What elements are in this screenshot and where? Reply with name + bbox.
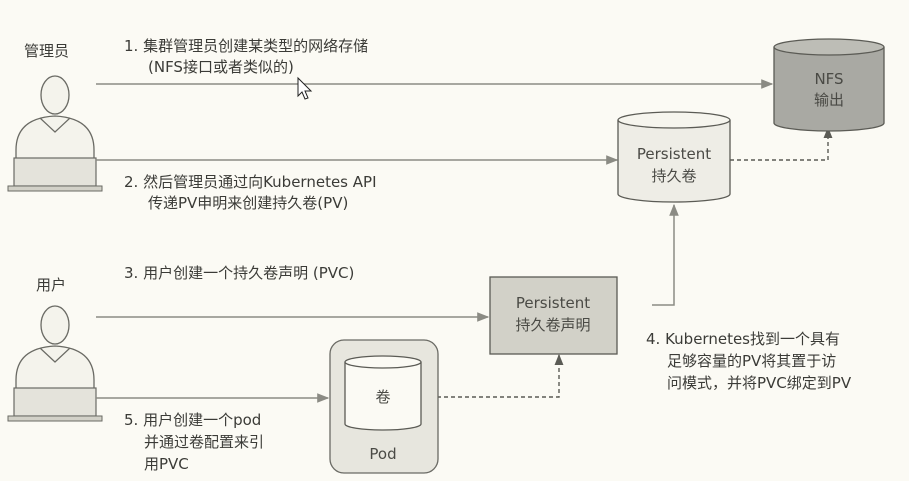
step1-text: 1. 集群管理员创建某类型的网络存储 (NFS接口或者类似的) (124, 37, 368, 76)
mouse-cursor-icon (297, 76, 313, 100)
admin-label: 管理员 (24, 42, 69, 60)
pod-node: 卷 Pod (329, 339, 439, 474)
admin-actor: 管理员 (7, 42, 103, 192)
pvc-label-line2: 持久卷声明 (515, 316, 590, 334)
pv-label-line2: 持久卷 (651, 167, 696, 185)
step4-line3: 问模式，并将PVC绑定到PV (667, 374, 852, 392)
dashed-pv-to-nfs (730, 126, 833, 161)
volume-node: 卷 (344, 355, 422, 431)
step4-line2: 足够容量的PV将其置于访 (667, 352, 836, 370)
volume-label: 卷 (375, 388, 390, 406)
persistent-volume-claim-node: Persistent 持久卷声明 (489, 276, 618, 355)
step5-line2: 并通过卷配置来引 (144, 433, 264, 451)
step2-line1: 2. 然后管理员通过向Kubernetes API (124, 173, 377, 191)
step4-line1: 4. Kubernetes找到一个具有 (646, 330, 840, 348)
step2-text: 2. 然后管理员通过向Kubernetes API 传递PV申明来创建持久卷(P… (124, 173, 377, 212)
pod-label: Pod (369, 445, 396, 463)
step5-line3: 用PVC (144, 455, 189, 473)
nfs-label-line2: 输出 (814, 91, 844, 109)
step1-line1: 1. 集群管理员创建某类型的网络存储 (124, 37, 368, 55)
pv-label-line1: Persistent (637, 145, 711, 163)
nfs-storage-node: NFS 输出 (773, 38, 885, 132)
step5-line1: 5. 用户创建一个pod (124, 411, 261, 429)
step3-line1: 3. 用户创建一个持久卷声明 (PVC) (124, 264, 354, 282)
step5-text: 5. 用户创建一个pod 并通过卷配置来引 用PVC (124, 411, 264, 473)
pvc-label-line1: Persistent (516, 294, 590, 312)
user-laptop-icon (7, 387, 103, 422)
step3-text: 3. 用户创建一个持久卷声明 (PVC) (124, 264, 354, 282)
arrow-step4-bind (652, 203, 679, 306)
user-label: 用户 (36, 276, 66, 294)
user-actor: 用户 (7, 276, 103, 422)
admin-laptop-icon (7, 157, 103, 192)
persistent-volume-node: Persistent 持久卷 (617, 111, 731, 203)
step4-text: 4. Kubernetes找到一个具有 足够容量的PV将其置于访 问模式，并将P… (646, 330, 852, 392)
nfs-label-line1: NFS (814, 70, 843, 88)
step1-line2: (NFS接口或者类似的) (148, 58, 294, 76)
step2-line2: 传递PV申明来创建持久卷(PV) (148, 194, 348, 212)
dashed-volume-to-pvc (423, 353, 564, 398)
